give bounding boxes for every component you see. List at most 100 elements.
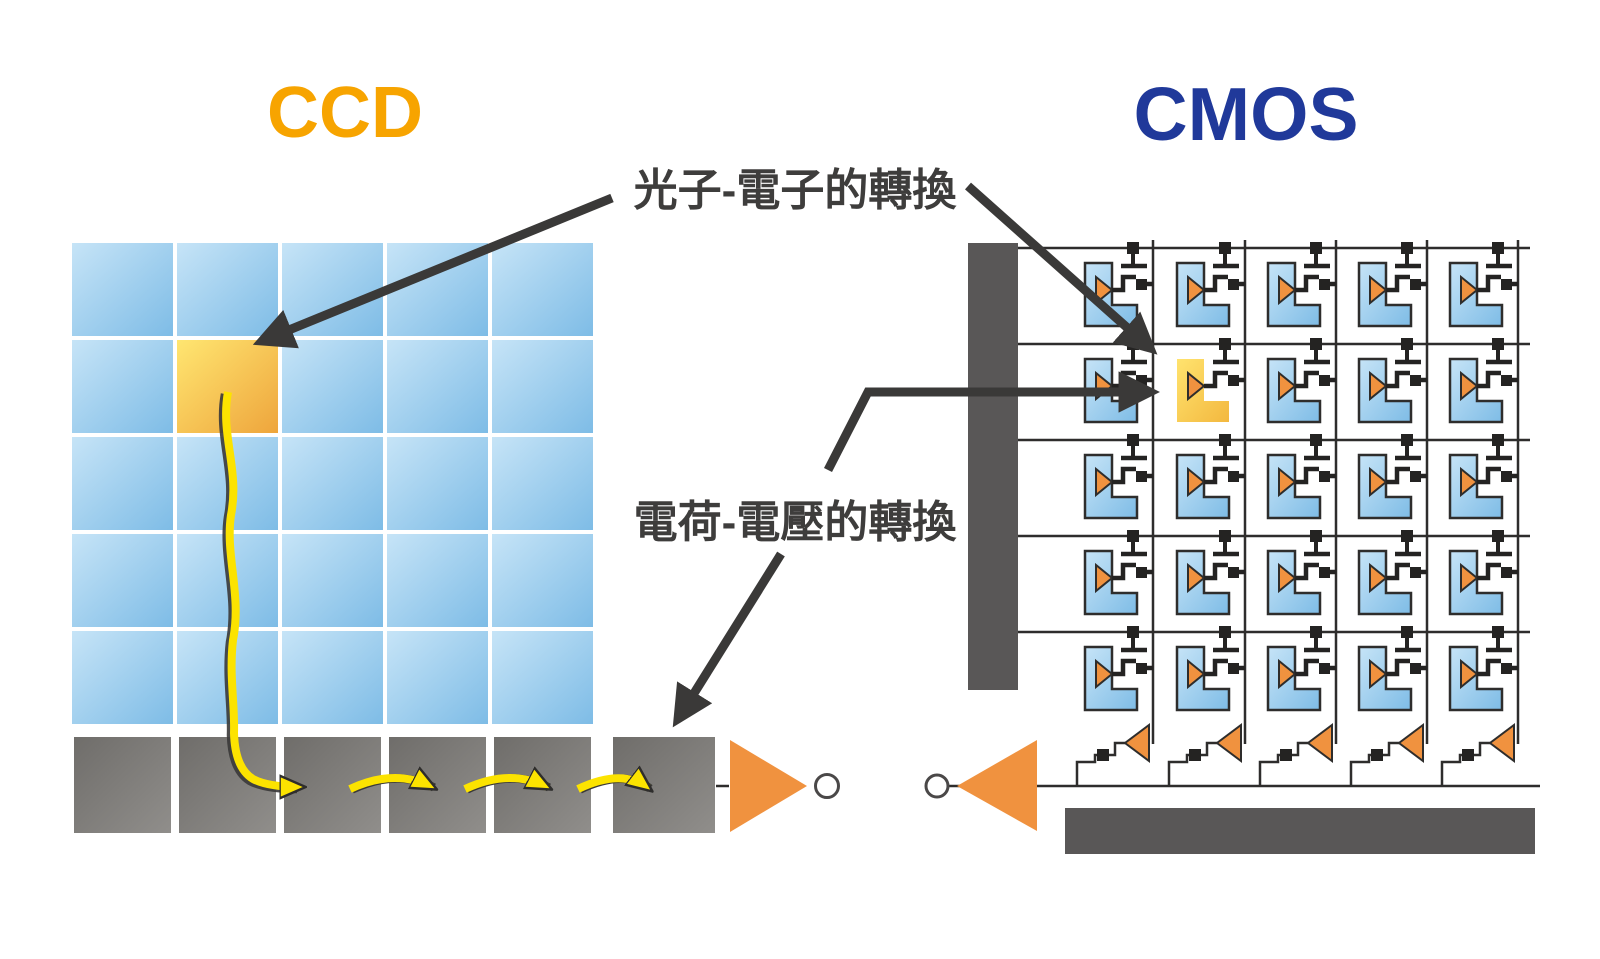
mosfet-channel xyxy=(1295,562,1319,581)
gate-contact-square xyxy=(1219,338,1231,350)
pixel-amplifier-triangle-icon xyxy=(1095,466,1114,498)
cmos-pixel xyxy=(1083,626,1153,712)
cmos-pixel xyxy=(1083,338,1153,424)
mosfet-channel xyxy=(1386,274,1410,293)
column-select-transistor xyxy=(1440,741,1490,786)
photodiode-l-shape xyxy=(1266,261,1322,328)
cmos-pixel xyxy=(1083,434,1153,520)
photodiode-l-shape xyxy=(1175,453,1231,520)
mosfet-channel xyxy=(1204,658,1228,677)
mosfet-channel xyxy=(1112,562,1136,581)
gate-contact-square xyxy=(1401,626,1413,638)
ccd-photodiode-cell xyxy=(72,631,173,724)
cmos-row-column-buses xyxy=(1018,240,1530,744)
mosfet-channel xyxy=(1386,466,1410,485)
cmos-column-amplifier xyxy=(1167,723,1242,786)
photodiode-l-shape xyxy=(1357,261,1413,328)
select-contact-square xyxy=(1280,749,1292,761)
ccd-output-register-cell xyxy=(613,737,715,833)
gate-contact-square xyxy=(1310,530,1322,542)
pixel-amplifier-triangle-icon xyxy=(1460,658,1479,690)
ccd-photodiode-cell xyxy=(72,340,173,433)
cmos-column-amplifier xyxy=(1258,723,1333,786)
cmos-pixel xyxy=(1175,242,1245,328)
photodiode-l-shape xyxy=(1083,549,1139,616)
drain-contact-square xyxy=(1319,567,1330,578)
ccd-output-amplifier-triangle-icon xyxy=(730,740,807,832)
pixel-amplifier-triangle-icon xyxy=(1369,370,1388,402)
gate-contact-square xyxy=(1310,434,1322,446)
mosfet-channel xyxy=(1112,466,1136,485)
drain-contact-square xyxy=(1501,375,1512,386)
cmos-title: CMOS xyxy=(1134,72,1359,156)
pixel-amplifier-triangle-icon xyxy=(1460,274,1479,306)
cmos-pixel xyxy=(1448,338,1518,424)
cmos-pixel-array xyxy=(1083,242,1518,712)
ccd-photodiode-cell xyxy=(387,340,488,433)
pixel-amplifier-triangle-icon xyxy=(1369,562,1388,594)
pixel-amplifier-triangle-icon xyxy=(1095,274,1114,306)
ccd-photodiode-cell xyxy=(282,340,383,433)
mosfet-channel xyxy=(1204,274,1228,293)
ccd-photodiode-cell xyxy=(177,243,278,336)
drain-contact-square xyxy=(1136,567,1147,578)
ccd-title: CCD xyxy=(267,73,423,153)
gate-contact-square xyxy=(1492,626,1504,638)
photodiode-l-shape xyxy=(1177,359,1229,422)
gate-contact-square xyxy=(1219,242,1231,254)
cmos-pixel xyxy=(1357,338,1427,424)
cmos-pixel xyxy=(1083,530,1153,616)
cmos-pixel xyxy=(1266,530,1336,616)
drain-contact-square xyxy=(1136,663,1147,674)
mosfet-channel xyxy=(1295,274,1319,293)
drain-contact-square xyxy=(1136,471,1147,482)
gate-contact-square xyxy=(1401,434,1413,446)
drain-contact-square xyxy=(1501,471,1512,482)
gate-contact-square xyxy=(1219,434,1231,446)
gate-contact-square xyxy=(1219,530,1231,542)
pixel-amplifier-triangle-icon xyxy=(1095,562,1114,594)
cmos-pixel xyxy=(1448,530,1518,616)
photodiode-l-shape xyxy=(1357,357,1413,424)
photodiode-l-shape xyxy=(1083,645,1139,712)
mosfet-channel xyxy=(1477,658,1501,677)
drain-contact-square xyxy=(1228,375,1239,386)
photodiode-l-shape xyxy=(1448,357,1504,424)
photon-arrow-to-cmos xyxy=(965,182,1158,355)
pixel-amplifier-triangle-icon xyxy=(1369,274,1388,306)
ccd-charge-transfer-arrow xyxy=(218,391,650,790)
mosfet-channel xyxy=(1295,370,1319,389)
gate-contact-square xyxy=(1219,626,1231,638)
drain-contact-square xyxy=(1319,375,1330,386)
ccd-photodiode-cell xyxy=(282,437,383,530)
gate-contact-square xyxy=(1127,242,1139,254)
cmos-pixel xyxy=(1175,530,1245,616)
pixel-amplifier-triangle-icon xyxy=(1278,562,1297,594)
mosfet-channel xyxy=(1477,466,1501,485)
photodiode-l-shape xyxy=(1357,645,1413,712)
drain-contact-square xyxy=(1319,279,1330,290)
photodiode-l-shape xyxy=(1266,549,1322,616)
pixel-amplifier-triangle-icon xyxy=(1095,658,1114,690)
drain-contact-square xyxy=(1501,279,1512,290)
cmos-pixel xyxy=(1357,434,1427,520)
drain-contact-square xyxy=(1228,471,1239,482)
gate-contact-square xyxy=(1492,434,1504,446)
drain-contact-square xyxy=(1319,471,1330,482)
photon-arrow-to-ccd xyxy=(252,193,614,349)
column-select-transistor xyxy=(1258,741,1308,786)
cmos-pixel xyxy=(1357,242,1427,328)
cmos-pixel xyxy=(1266,626,1336,712)
drain-contact-square xyxy=(1319,663,1330,674)
column-amplifier-triangle-icon xyxy=(1306,723,1333,763)
pixel-amplifier-triangle-icon xyxy=(1460,562,1479,594)
charge-arrow-to-cmos xyxy=(823,371,1160,473)
gate-contact-square xyxy=(1401,530,1413,542)
gate-contact-square xyxy=(1401,242,1413,254)
pixel-amplifier-triangle-icon xyxy=(1278,466,1297,498)
pixel-amplifier-triangle-icon xyxy=(1187,466,1206,498)
gate-contact-square xyxy=(1310,242,1322,254)
drain-contact-square xyxy=(1410,375,1421,386)
gate-contact-square xyxy=(1310,626,1322,638)
ccd-output-terminal-circle-icon xyxy=(814,773,840,799)
